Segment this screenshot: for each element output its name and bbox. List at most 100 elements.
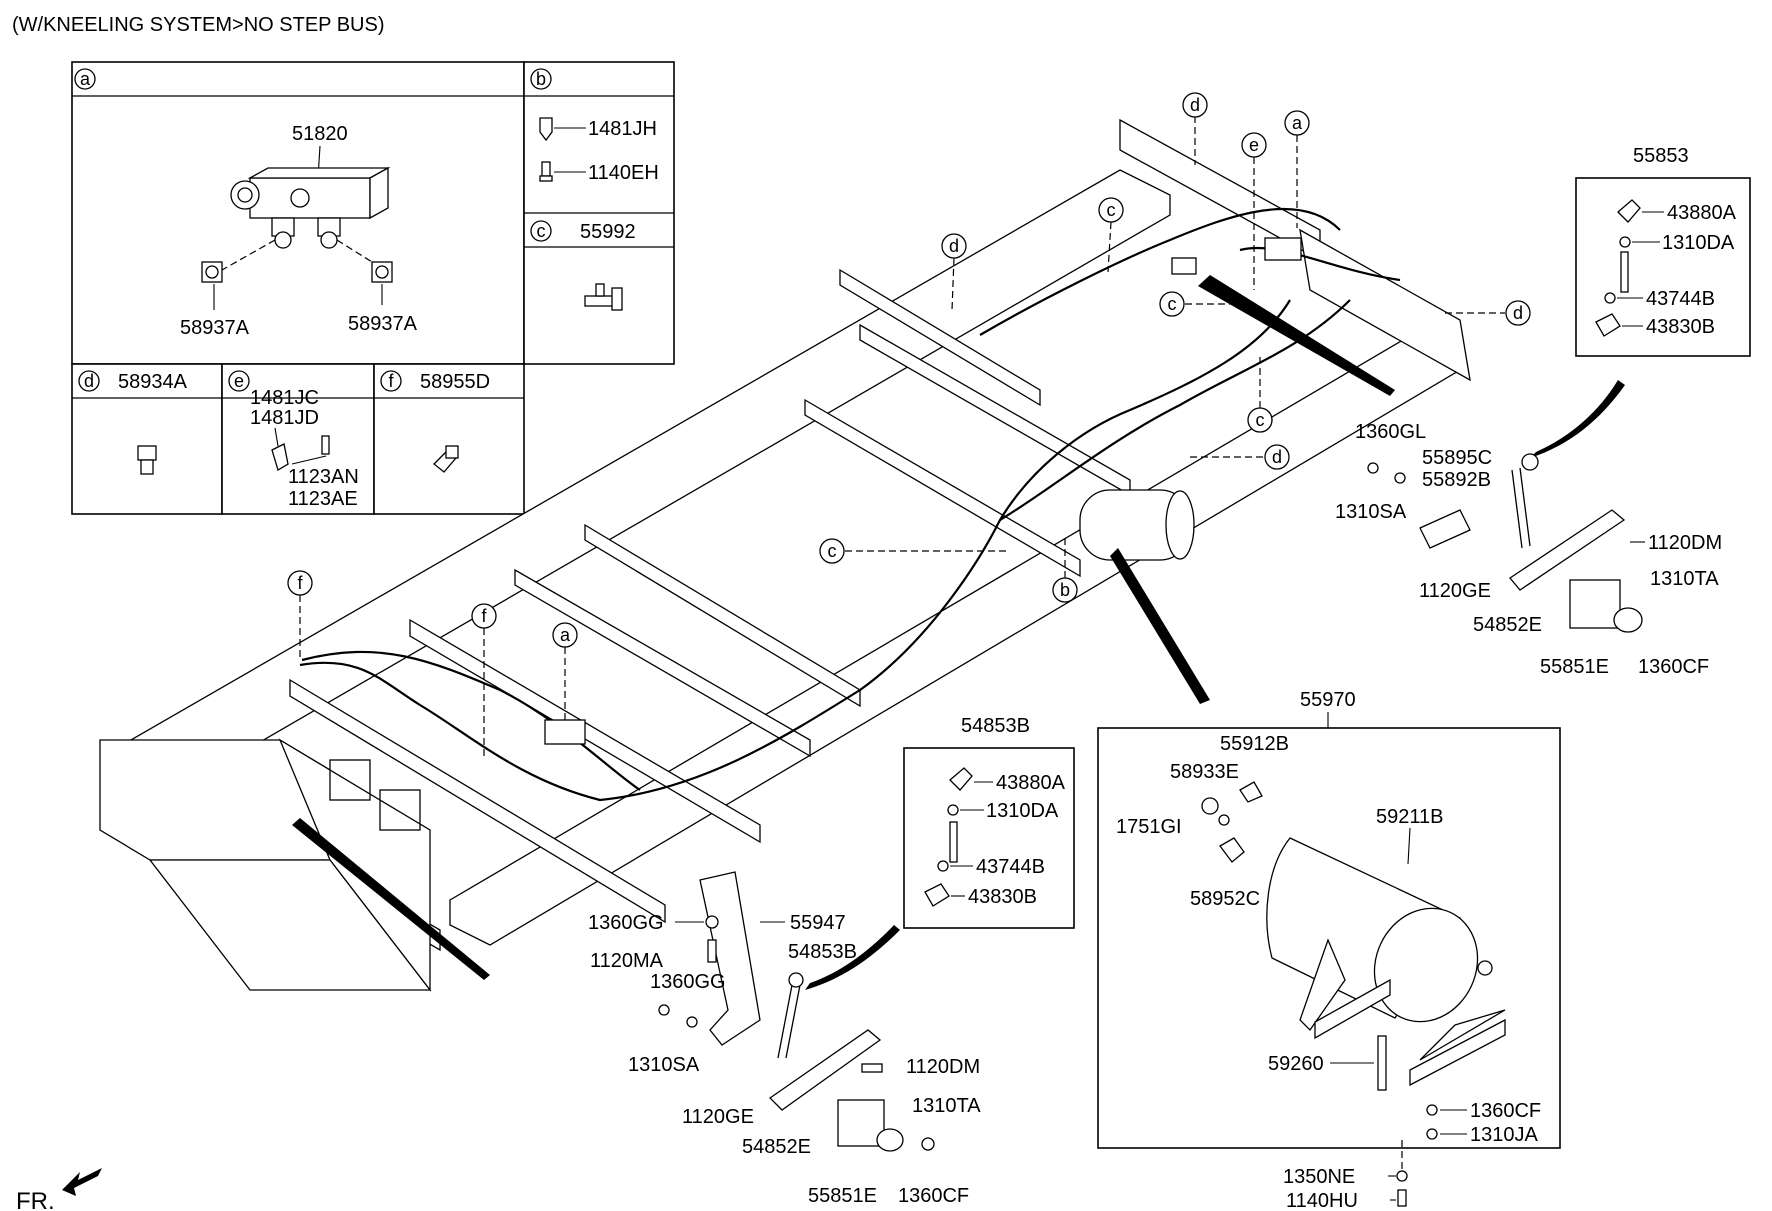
leveling-valve-icon bbox=[230, 166, 391, 249]
callout-f-2: f bbox=[471, 603, 497, 760]
legend-letter-c: c bbox=[537, 221, 546, 241]
part-58937A-right: 58937A bbox=[348, 313, 418, 335]
legend-box-f: f 58955D bbox=[380, 370, 490, 473]
callout-c-2: c bbox=[1159, 291, 1240, 317]
fitting-right-icon bbox=[371, 261, 393, 283]
svg-text:54853B: 54853B bbox=[788, 941, 857, 963]
svg-text:55970: 55970 bbox=[1300, 689, 1356, 711]
kneeling-valve-upper-icon bbox=[1569, 579, 1643, 633]
svg-text:1360CF: 1360CF bbox=[1638, 656, 1709, 678]
svg-text:d: d bbox=[949, 236, 959, 256]
frame-valve-rear bbox=[1171, 237, 1302, 275]
svg-text:e: e bbox=[1249, 135, 1259, 155]
svg-text:55895C: 55895C bbox=[1422, 447, 1492, 469]
svg-text:a: a bbox=[560, 625, 571, 645]
front-arrow-icon bbox=[62, 1168, 102, 1196]
svg-text:59211B: 59211B bbox=[1376, 806, 1443, 828]
svg-text:1120MA: 1120MA bbox=[590, 950, 664, 972]
page-title: (W/KNEELING SYSTEM>NO STEP BUS) bbox=[12, 14, 384, 36]
svg-text:1360CF: 1360CF bbox=[1470, 1100, 1541, 1122]
callout-d-2: d bbox=[941, 233, 967, 311]
svg-text:43880A: 43880A bbox=[996, 772, 1066, 794]
callout-a-1: a bbox=[1284, 110, 1310, 228]
legend-box-c: c 55992 bbox=[530, 220, 636, 311]
legend-box-b: b 1481JH 1140EH bbox=[530, 68, 659, 184]
legend-letter-f: f bbox=[388, 371, 394, 391]
svg-text:43830B: 43830B bbox=[1646, 316, 1715, 338]
svg-text:1120GE: 1120GE bbox=[1419, 580, 1491, 602]
svg-text:54852E: 54852E bbox=[742, 1136, 811, 1158]
svg-text:1310DA: 1310DA bbox=[1662, 232, 1735, 254]
callout-a-2: a bbox=[552, 622, 578, 720]
callout-f-1: f bbox=[287, 570, 313, 660]
legend-box-d: d 58934A bbox=[78, 370, 188, 475]
front-label: FR. bbox=[16, 1188, 55, 1211]
legend-letter-d: d bbox=[84, 371, 94, 391]
part-1123AE: 1123AE bbox=[288, 488, 358, 510]
valve-assembly-upper: 55853 43880A 1310DA 43744B 43830B 1360GL… bbox=[1335, 145, 1751, 678]
svg-text:1360CF: 1360CF bbox=[898, 1185, 969, 1207]
pointer-wedge-55853 bbox=[1530, 380, 1625, 458]
svg-text:1310JA: 1310JA bbox=[1470, 1124, 1538, 1146]
front-arrow: FR. bbox=[16, 1168, 102, 1211]
legend-letter-e: e bbox=[234, 371, 244, 391]
svg-text:1310TA: 1310TA bbox=[1650, 568, 1719, 590]
svg-text:1140HU: 1140HU bbox=[1286, 1190, 1358, 1211]
tee-fitting-icon bbox=[584, 283, 623, 311]
legend-letter-a: a bbox=[80, 69, 91, 89]
pointer-wedge-tank bbox=[1110, 548, 1210, 704]
part-51820: 51820 bbox=[292, 123, 348, 145]
upper-box-parts: 43880A 1310DA 43744B 43830B bbox=[1595, 199, 1737, 338]
clip-icon bbox=[539, 117, 553, 142]
svg-text:58952C: 58952C bbox=[1190, 888, 1260, 910]
bolt-icon bbox=[539, 161, 553, 182]
air-tank-assembly: 55970 55912B 58933E 1751GI 58952C 59211B… bbox=[1097, 689, 1561, 1211]
callout-d-1: d bbox=[1182, 92, 1208, 165]
svg-text:43744B: 43744B bbox=[1646, 288, 1715, 310]
air-tank-icon bbox=[1266, 837, 1506, 1061]
part-58955D: 58955D bbox=[420, 371, 490, 393]
svg-text:54853B: 54853B bbox=[961, 715, 1030, 737]
frame-callouts: d d a e c d c bbox=[287, 92, 1531, 760]
svg-text:f: f bbox=[297, 573, 303, 593]
svg-text:55851E: 55851E bbox=[1540, 656, 1609, 678]
svg-text:1120GE: 1120GE bbox=[682, 1106, 754, 1128]
callout-c-3: c bbox=[1247, 355, 1273, 433]
callout-d-3: d bbox=[1445, 300, 1531, 326]
frame-valve-front bbox=[544, 719, 586, 745]
chassis-frame bbox=[99, 118, 1471, 992]
svg-text:1751GI: 1751GI bbox=[1116, 816, 1182, 838]
lower-box-parts: 43880A 1310DA 43744B 43830B bbox=[924, 767, 1066, 908]
svg-text:1120DM: 1120DM bbox=[906, 1056, 980, 1078]
callout-c-1: c bbox=[1098, 197, 1124, 273]
frame-air-tank bbox=[1079, 489, 1195, 561]
part-1481JD: 1481JD bbox=[250, 407, 319, 429]
svg-text:43880A: 43880A bbox=[1667, 202, 1737, 224]
part-55992: 55992 bbox=[580, 221, 636, 243]
svg-text:a: a bbox=[1292, 113, 1303, 133]
elbow-fitting-icon bbox=[433, 445, 459, 473]
legend-grid: a 51820 bbox=[71, 61, 675, 515]
legend-box-a: a 51820 bbox=[74, 68, 418, 339]
svg-text:1310TA: 1310TA bbox=[912, 1095, 981, 1117]
svg-text:1310DA: 1310DA bbox=[986, 800, 1059, 822]
part-58934A: 58934A bbox=[118, 371, 188, 393]
svg-text:55892B: 55892B bbox=[1422, 469, 1491, 491]
svg-text:1350NE: 1350NE bbox=[1283, 1166, 1355, 1188]
callout-b-1: b bbox=[1052, 538, 1078, 603]
svg-text:55947: 55947 bbox=[790, 912, 846, 934]
svg-text:43830B: 43830B bbox=[968, 886, 1037, 908]
svg-text:55851E: 55851E bbox=[808, 1185, 877, 1207]
svg-text:59260: 59260 bbox=[1268, 1053, 1324, 1075]
legend-letter-b: b bbox=[536, 69, 546, 89]
kneeling-valve-lower-icon bbox=[837, 1099, 904, 1152]
valve-assembly-lower: 54853B 43880A 1310DA 43744B 43830B 1360G… bbox=[588, 715, 1075, 1207]
svg-text:1360GG: 1360GG bbox=[650, 971, 726, 993]
svg-text:f: f bbox=[481, 606, 487, 626]
pointer-wedge-front bbox=[292, 818, 490, 980]
svg-text:c: c bbox=[828, 541, 837, 561]
pointer-wedge-54853B bbox=[805, 925, 900, 990]
part-1140EH: 1140EH bbox=[588, 162, 659, 184]
svg-text:1310SA: 1310SA bbox=[628, 1054, 700, 1076]
svg-text:54852E: 54852E bbox=[1473, 614, 1542, 636]
